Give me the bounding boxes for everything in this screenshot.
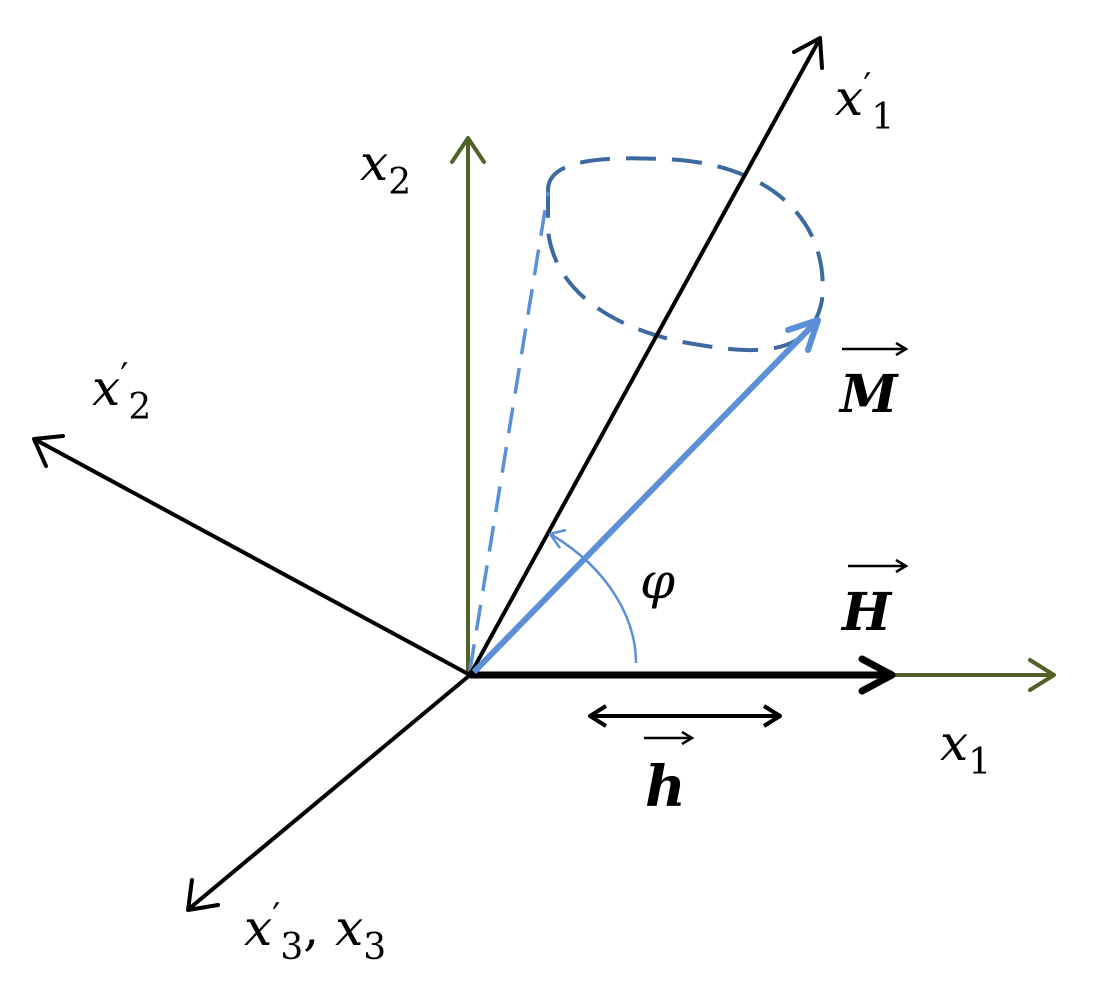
svg-text:M: M	[838, 364, 899, 425]
axis-x2-prime	[32, 434, 471, 677]
vector-h-double-arrow	[588, 704, 782, 728]
label-x2: x2	[360, 134, 411, 203]
label-x2-prime: x′2	[92, 357, 151, 428]
svg-text:H: H	[840, 582, 893, 643]
vector-M	[471, 317, 821, 675]
label-x1-prime: x′1	[835, 67, 894, 138]
label-M: M	[838, 341, 909, 425]
vector-H	[470, 655, 896, 695]
svg-text:h: h	[645, 754, 686, 820]
precession-cone	[468, 156, 825, 671]
label-x1: x1	[940, 714, 991, 783]
axis-x2	[450, 136, 486, 675]
label-H: H	[840, 558, 909, 643]
axis-x1-prime	[468, 36, 824, 676]
label-x3-prime-x3: x′3, x3	[244, 897, 386, 968]
label-phi: φ	[640, 552, 675, 610]
axis-x3	[186, 673, 472, 912]
angle-phi-arc	[548, 528, 638, 664]
label-h: h	[644, 730, 695, 820]
